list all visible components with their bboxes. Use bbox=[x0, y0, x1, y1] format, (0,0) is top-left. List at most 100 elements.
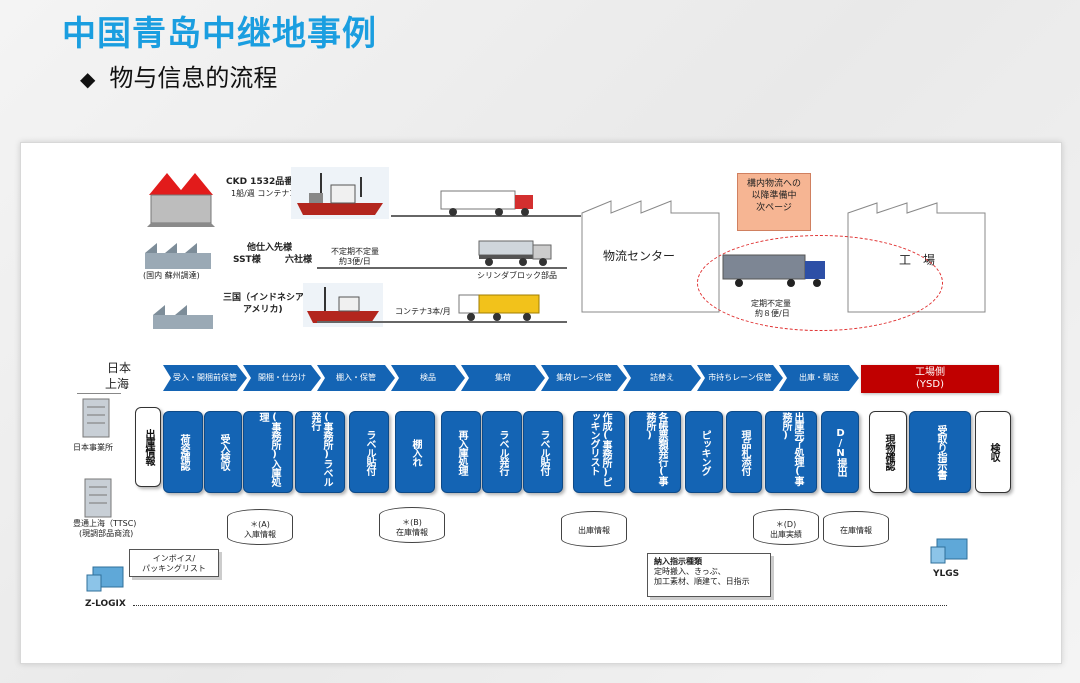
step-box: ラベル貼付 bbox=[349, 411, 389, 493]
db-label: 出庫情報 bbox=[578, 526, 610, 535]
region-divider bbox=[77, 393, 121, 394]
step-box: (事務所)ラベル発行 bbox=[295, 411, 345, 493]
region-japan: 日本 bbox=[107, 361, 132, 375]
note-line: 次ページ bbox=[756, 203, 792, 213]
highlight-ellipse bbox=[697, 235, 943, 331]
container-label: コンテナ3本/月 bbox=[395, 307, 451, 316]
logistics-center-label: 物流センター bbox=[603, 249, 676, 263]
db-code: ＊(B) bbox=[402, 518, 422, 527]
sst-label: SST様 bbox=[233, 255, 261, 265]
stage-item: 受入・開梱前保管 bbox=[163, 365, 247, 391]
other-suppliers: 他仕入先様 bbox=[247, 243, 293, 253]
subtitle-text: 物与信息的流程 bbox=[109, 64, 278, 92]
third-country-label: 三国（インドネシア・ bbox=[223, 293, 314, 303]
stage-bar: 受入・開梱前保管 開梱・仕分け 棚入・保管 検品 集荷 集荷レーン保管 詰替え … bbox=[163, 365, 859, 391]
page-title: 中国青岛中继地事例 bbox=[62, 14, 377, 54]
diamond-bullet-icon: ◆ bbox=[80, 67, 96, 91]
stage-item: 詰替え bbox=[623, 365, 701, 391]
page-subtitle: ◆ 物与信息的流程 bbox=[80, 58, 277, 93]
flatbed-truck-icon bbox=[478, 240, 552, 266]
stage-item: 検品 bbox=[391, 365, 465, 391]
delivery-title: 納入指示種類 bbox=[654, 557, 702, 566]
overseas-factory-icon bbox=[153, 305, 213, 329]
invoice-line: インボイス/ bbox=[152, 554, 196, 563]
step-box: 荷姿確認 bbox=[163, 411, 203, 493]
ship-icon bbox=[291, 167, 389, 219]
ship-icon-2 bbox=[303, 283, 383, 327]
per-day-3: 約3便/日 bbox=[339, 257, 371, 266]
domestic-label: (国内 蘇州調達) bbox=[143, 271, 200, 280]
container-truck-icon bbox=[458, 294, 540, 321]
ttsc-sub-label: (現調部品商流) bbox=[79, 529, 134, 538]
stage-item: 出庫・積送 bbox=[779, 365, 859, 391]
invoice-document: インボイス/ パッキングリスト bbox=[129, 549, 219, 577]
step-box: 作成(事務所)ピッキングリスト bbox=[573, 411, 625, 493]
per-day-8: 約８便/日 bbox=[755, 309, 790, 318]
truck-icon bbox=[440, 190, 533, 216]
db-inbound: ＊(A)入庫情報 bbox=[227, 509, 293, 545]
stage-item: 市持ちレーン保管 bbox=[697, 365, 783, 391]
logistics-center-building bbox=[581, 200, 720, 313]
db-label: 出庫実績 bbox=[770, 530, 802, 539]
stage-item: 開梱・仕分け bbox=[243, 365, 321, 391]
db-code: ＊(D) bbox=[775, 520, 797, 529]
factory-side-header: 工場側 (YSD) bbox=[861, 365, 999, 393]
invoice-line: パッキングリスト bbox=[142, 564, 206, 573]
stage-item: 集荷 bbox=[461, 365, 545, 391]
flow-arrow bbox=[391, 215, 581, 217]
step-box: 受入検収 bbox=[204, 411, 242, 493]
factory-step-box: 現物確認 bbox=[869, 411, 907, 493]
box-truck-icon bbox=[722, 254, 825, 287]
ckd-label: CKD 1532品番 bbox=[226, 177, 294, 187]
ylgs-server-icon bbox=[930, 538, 968, 564]
stage-item: 集荷レーン保管 bbox=[541, 365, 627, 391]
step-box: (事務所)入庫処理 bbox=[243, 411, 293, 493]
db-outbound: 出庫情報 bbox=[561, 511, 627, 547]
japan-office-label: 日本事業所 bbox=[73, 443, 113, 452]
japan-office-server-icon bbox=[82, 398, 110, 438]
db-stock-2: 在庫情報 bbox=[823, 511, 889, 547]
step-box: ラベル発行 bbox=[482, 411, 522, 493]
step-box: 出庫完了処理(事務所) bbox=[765, 411, 817, 493]
domestic-factory-icon bbox=[145, 243, 211, 269]
japan-warehouse-icon bbox=[147, 173, 215, 227]
irregular-label: 不定期不定量 bbox=[331, 247, 379, 256]
delivery-line: 加工素材、順建て、日指示 bbox=[654, 577, 750, 586]
delivery-instruction-box: 納入指示種類 定時搬入、きっぷ、 加工素材、順建て、日指示 bbox=[647, 553, 771, 597]
flow-arrow bbox=[317, 267, 567, 269]
step-box: ラベル貼付 bbox=[523, 411, 563, 493]
zlogix-server-icon bbox=[86, 566, 124, 592]
data-flow-line bbox=[133, 605, 947, 606]
internal-logistics-note: 構内物流への 以降準備中 次ページ bbox=[737, 173, 811, 231]
step-box: 再入庫処理 bbox=[441, 411, 481, 493]
step-box: 棚入れ bbox=[395, 411, 435, 493]
factory-side-sub: (YSD) bbox=[916, 379, 944, 390]
db-label: 在庫情報 bbox=[840, 526, 872, 535]
regular-label: 定期不定量 bbox=[751, 299, 791, 308]
cylinder-block-label: シリンダブロック部品 bbox=[477, 271, 557, 280]
step-box: D/N提出 bbox=[821, 411, 859, 493]
left-step-box: 出庫情報 bbox=[135, 407, 161, 487]
factory-step-box: 受取り指示書 bbox=[909, 411, 971, 493]
ttsc-server-icon bbox=[84, 478, 112, 518]
db-label: 在庫情報 bbox=[396, 528, 428, 537]
step-box: 各帳票類発行(事務所) bbox=[629, 411, 681, 493]
note-line: 構内物流への bbox=[746, 179, 801, 189]
six-companies: 六社様 bbox=[285, 255, 313, 265]
db-code: ＊(A) bbox=[250, 520, 270, 529]
zlogix-label: Z-LOGIX bbox=[85, 599, 126, 609]
flow-arrow bbox=[317, 321, 567, 323]
step-box: ピッキング bbox=[685, 411, 723, 493]
region-shanghai: 上海 bbox=[105, 377, 130, 391]
factory-step-box: 検収 bbox=[975, 411, 1011, 493]
ckd-freq: 1船/週 コンテナ10本 bbox=[231, 189, 308, 198]
db-stock: ＊(B)在庫情報 bbox=[379, 507, 445, 543]
ttsc-label: 豊通上海（TTSC) bbox=[73, 519, 137, 528]
db-label: 入庫情報 bbox=[244, 530, 276, 539]
stage-item: 棚入・保管 bbox=[317, 365, 395, 391]
note-line: 以降準備中 bbox=[751, 191, 797, 201]
third-country-label2: アメリカ) bbox=[243, 305, 283, 315]
step-box: 現品札添付 bbox=[726, 411, 762, 493]
db-outbound-result: ＊(D)出庫実績 bbox=[753, 509, 819, 545]
factory-side-label: 工場側 bbox=[915, 367, 945, 378]
